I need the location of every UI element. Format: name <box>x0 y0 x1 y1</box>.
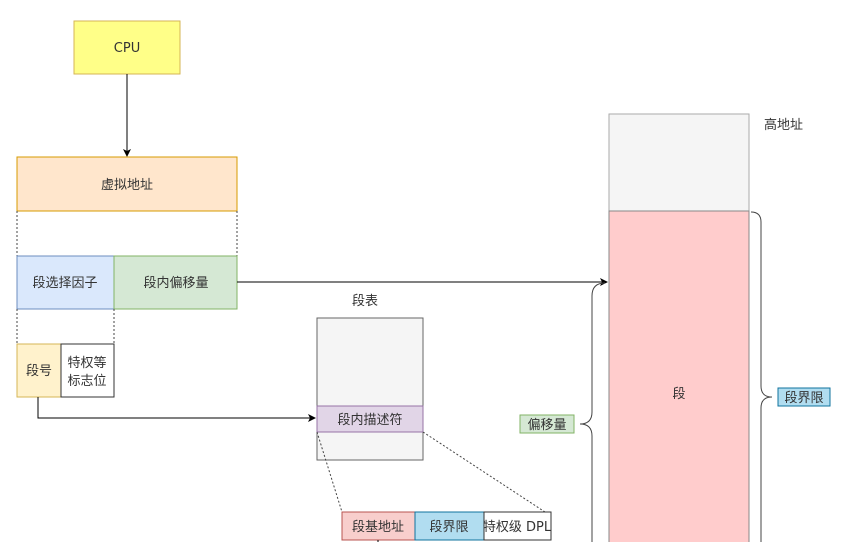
segment-number-box: 段号 <box>16 343 62 398</box>
privilege-flags-line1: 特权等 <box>67 355 106 371</box>
high-address-label: 高地址 <box>764 117 803 133</box>
dpl-field: 特权级 DPL <box>483 511 552 541</box>
limit-tag: 段界限 <box>777 387 831 407</box>
privilege-flags-box: 特权等 标志位 <box>60 343 115 398</box>
dpl-label: 特权级 DPL <box>483 519 552 535</box>
cpu-label: CPU <box>114 41 140 56</box>
virtual-address-label: 虚拟地址 <box>101 178 153 193</box>
limit-field: 段界限 <box>414 511 485 541</box>
limit-tag-label: 段界限 <box>784 391 823 406</box>
limit-label: 段界限 <box>429 520 468 535</box>
segment-table <box>316 317 424 461</box>
limit-brace <box>750 211 773 542</box>
dotted-guide <box>316 431 343 513</box>
cpu-box: CPU <box>73 20 181 75</box>
selector-label: 段选择因子 <box>32 276 97 291</box>
segment-label: 段 <box>672 387 685 402</box>
selector-box: 段选择因子 <box>16 255 115 310</box>
base-address-field: 段基地址 <box>341 511 416 541</box>
descriptor-label: 段内描述符 <box>337 412 402 428</box>
offset-tag-label: 偏移量 <box>527 418 566 433</box>
base-address-label: 段基地址 <box>352 520 404 535</box>
offset-label: 段内偏移量 <box>143 275 208 291</box>
memory-free-region <box>608 113 750 212</box>
memory-segment: 段 <box>608 210 750 542</box>
offset-box: 段内偏移量 <box>113 255 238 310</box>
offset-brace <box>579 282 606 542</box>
segment-number-arrow <box>37 397 316 422</box>
descriptor-row: 段内描述符 <box>316 405 424 433</box>
dotted-guide <box>422 431 546 513</box>
segment-number-label: 段号 <box>26 364 52 379</box>
privilege-flags-line2: 标志位 <box>67 374 106 389</box>
segment-table-title: 段表 <box>352 294 378 309</box>
virtual-address-box: 虚拟地址 <box>16 156 238 212</box>
offset-tag: 偏移量 <box>519 414 575 434</box>
